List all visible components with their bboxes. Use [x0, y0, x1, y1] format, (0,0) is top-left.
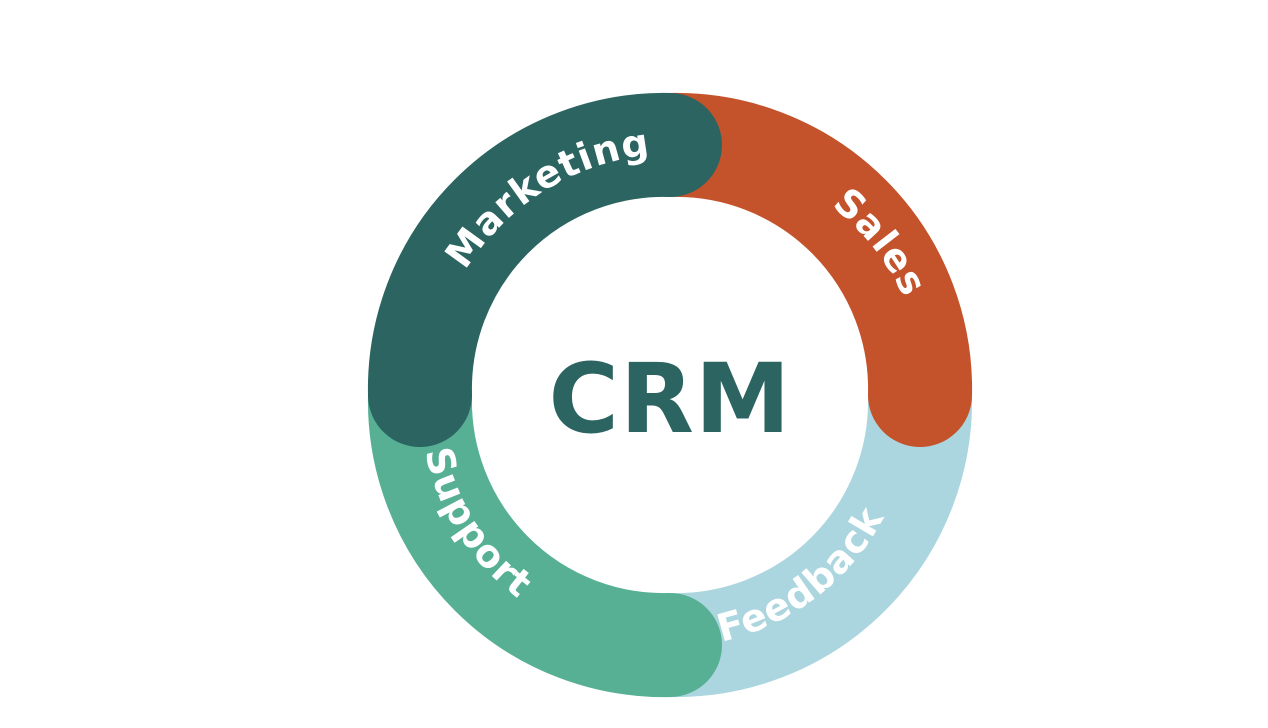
segment-sales	[618, 92, 973, 447]
segment-support	[367, 343, 722, 698]
segment-feedback	[618, 343, 973, 698]
ring	[367, 92, 973, 698]
center-label: CRM	[549, 343, 792, 455]
segment-marketing	[367, 92, 722, 447]
